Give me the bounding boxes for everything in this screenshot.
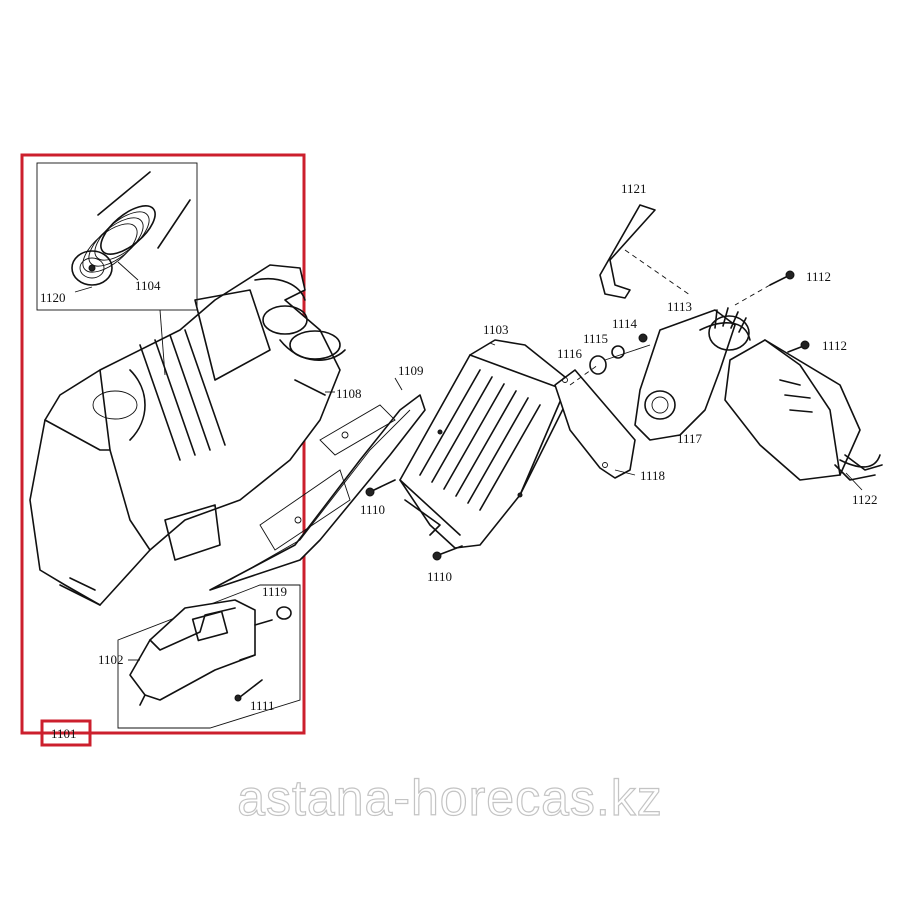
screws-1112 — [734, 270, 810, 353]
screws-1110 — [365, 479, 463, 561]
label-1121: 1121 — [621, 181, 647, 196]
assembly-1101-highlight-frame — [20, 153, 306, 747]
inset-detail-box — [36, 162, 198, 311]
label-1120: 1120 — [40, 290, 66, 305]
label-1104: 1104 — [135, 278, 161, 293]
label-1122: 1122 — [852, 492, 878, 507]
housing-1101-body — [29, 264, 346, 606]
pressure-switch-1102 — [117, 584, 301, 729]
label-1112-a: 1112 — [806, 269, 831, 284]
label-1109: 1109 — [398, 363, 424, 378]
bracket-1121 — [599, 204, 691, 299]
watermark-text: astana-horecas.kz — [237, 770, 663, 826]
label-1110-a: 1110 — [360, 502, 385, 517]
label-1113: 1113 — [667, 299, 692, 314]
label-1108: 1108 — [336, 386, 362, 401]
gasket-1108 — [209, 377, 426, 591]
fan-motor-1113 — [724, 339, 883, 491]
bracket-plate-1118 — [554, 369, 636, 479]
label-1102: 1102 — [98, 652, 124, 667]
label-1114: 1114 — [612, 316, 638, 331]
motor-1117 — [634, 307, 751, 441]
label-1115: 1115 — [583, 331, 608, 346]
label-1116: 1116 — [557, 346, 583, 361]
label-1103: 1103 — [483, 322, 509, 337]
part-labels: 1101 1102 1104 1120 1108 1109 1110 1110 … — [40, 181, 878, 741]
label-1117: 1117 — [677, 431, 703, 446]
heater-element-1103 — [399, 339, 576, 549]
label-1118: 1118 — [640, 468, 665, 483]
label-1119: 1119 — [262, 584, 287, 599]
label-1110-b: 1110 — [427, 569, 452, 584]
label-1112-b: 1112 — [822, 338, 847, 353]
label-1101: 1101 — [51, 726, 77, 741]
label-1111: 1111 — [250, 698, 275, 713]
fasteners-1114-1116 — [569, 333, 651, 386]
